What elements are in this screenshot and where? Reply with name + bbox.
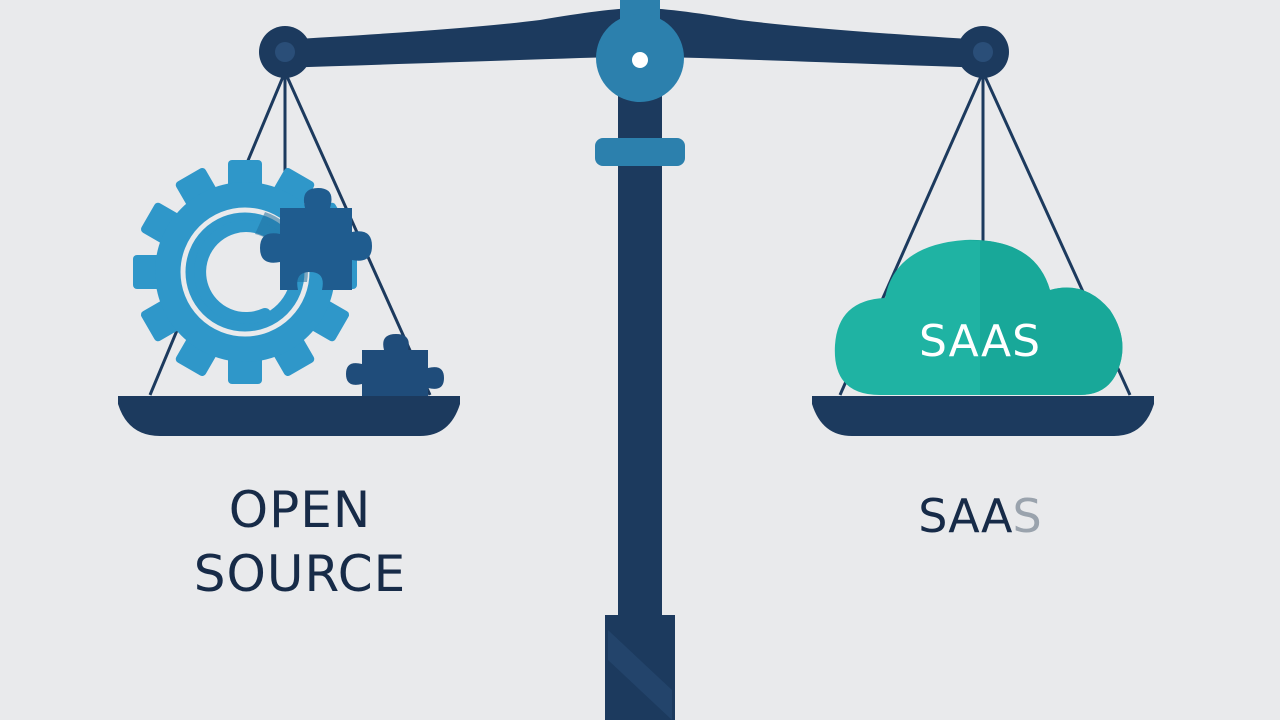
cloud-text: SAAS (919, 316, 1041, 367)
scale-base-shine (608, 630, 672, 720)
open-source-label: OPEN SOURCE (150, 478, 450, 606)
left-pan (118, 396, 460, 436)
saas-label-main: SAA (918, 489, 1013, 543)
right-pan (812, 396, 1154, 436)
puzzle-piece-icon (346, 334, 444, 398)
cloud-icon (834, 239, 1123, 395)
beam-knob-left-inner (275, 42, 295, 62)
saas-label-faded: S (1012, 489, 1042, 543)
open-source-label-line1: OPEN (228, 481, 372, 539)
pivot-dot (632, 52, 648, 68)
saas-label: SAAS (880, 486, 1080, 546)
puzzle-piece-icon (260, 188, 372, 290)
scale-collar (595, 138, 685, 166)
open-source-label-line2: SOURCE (193, 545, 407, 603)
scale-post (618, 80, 662, 640)
beam-knob-right-inner (973, 42, 993, 62)
